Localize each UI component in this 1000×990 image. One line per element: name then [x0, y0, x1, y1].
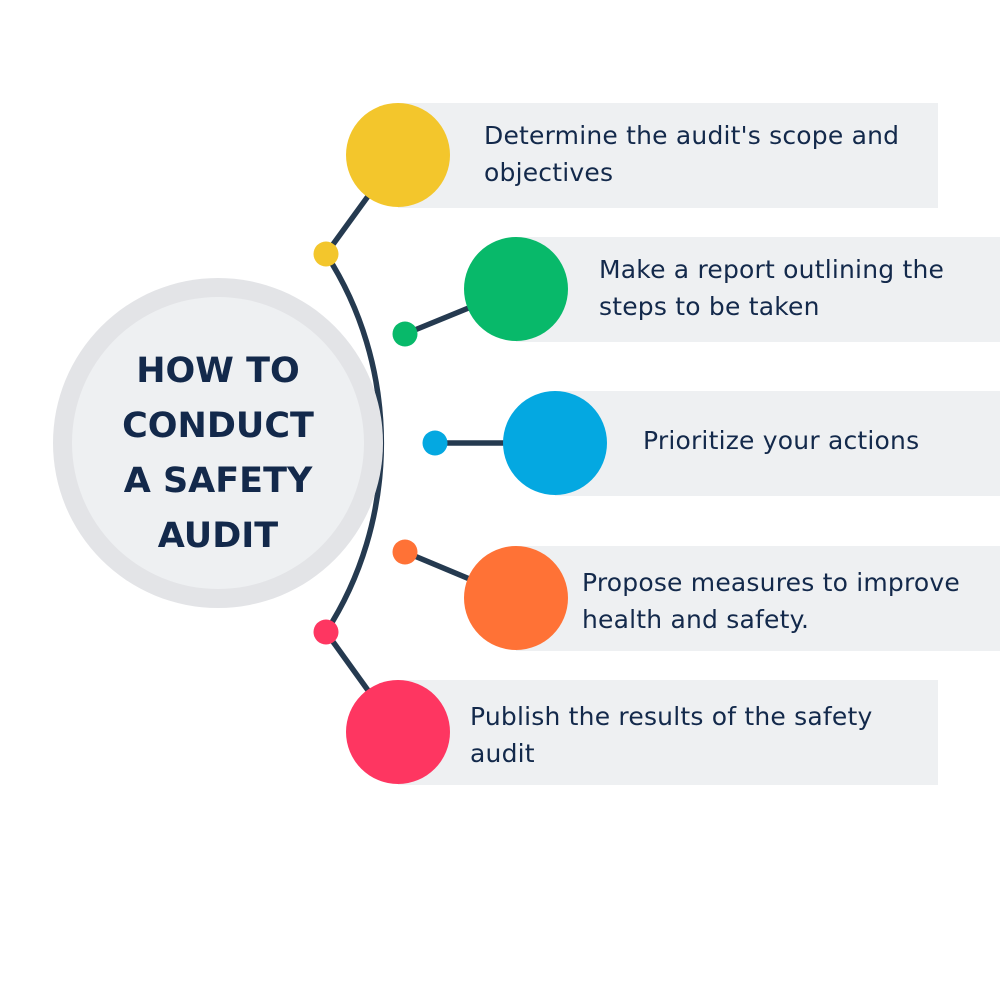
step-5-circle	[346, 680, 450, 784]
step-4-text: Propose measures to improve health and s…	[582, 568, 960, 634]
step-3-circle	[503, 391, 607, 495]
step-5-dot	[313, 619, 339, 645]
step-2-circle	[464, 237, 568, 341]
step-5-box	[398, 680, 938, 785]
page-title: HOW TO CONDUCT A SAFETY AUDIT	[72, 344, 364, 564]
step-4-circle	[464, 546, 568, 650]
step-3-dot	[422, 430, 448, 456]
step-3-box	[555, 391, 1000, 496]
step-2-text: Make a report outlining the steps to be …	[599, 255, 945, 321]
step-1-circle	[346, 103, 450, 207]
title-line-3: A SAFETY	[123, 461, 313, 501]
step-1-dot	[313, 241, 339, 267]
step-3-text: Prioritize your actions	[643, 426, 920, 455]
step-4-box	[516, 546, 1000, 651]
title-line-1: HOW TO	[136, 351, 300, 391]
title-line-4: AUDIT	[157, 516, 279, 556]
step-2-dot	[392, 321, 418, 347]
title-circle	[72, 297, 364, 589]
step-5-text: Publish the results of the safety audit	[470, 702, 873, 768]
step-1-box	[398, 103, 938, 208]
step-2-box	[516, 237, 1000, 342]
step-4-dot	[392, 539, 418, 565]
step-1-text: Determine the audit's scope and objectiv…	[484, 121, 900, 187]
title-line-2: CONDUCT	[122, 406, 314, 446]
